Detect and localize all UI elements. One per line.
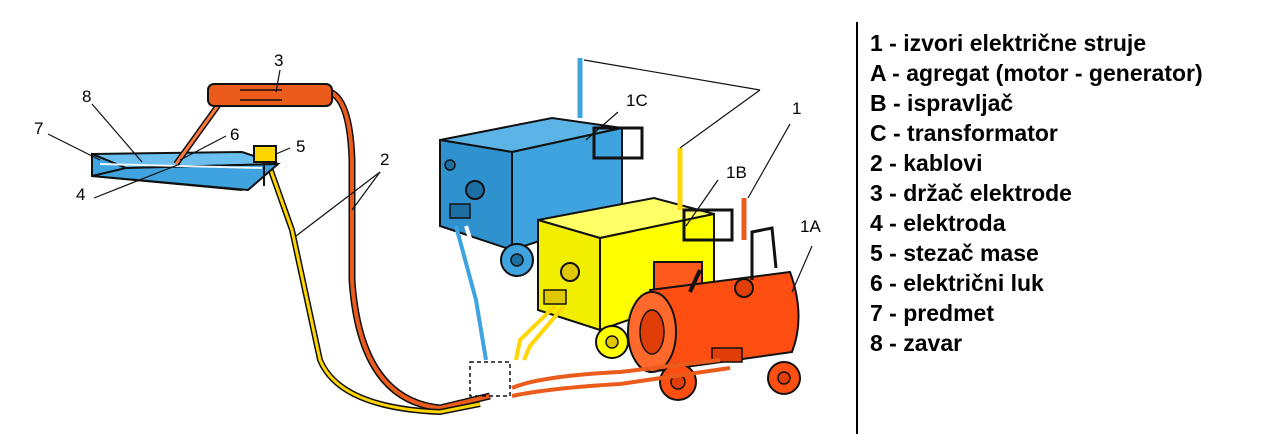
callout-8: 8: [82, 87, 91, 106]
generator-dial: [735, 279, 753, 297]
callout-7: 7: [34, 119, 43, 138]
divider-line: [856, 22, 858, 434]
callout-5: 5: [296, 137, 305, 156]
callout-3: 3: [274, 51, 283, 70]
legend-item: 6 - električni luk: [870, 268, 1203, 298]
callout-1: 1: [792, 99, 801, 118]
callout-1B: 1B: [726, 163, 747, 182]
legend-item: 4 - elektroda: [870, 208, 1203, 238]
callout-2: 2: [380, 150, 389, 169]
callout-1A: 1A: [800, 217, 821, 236]
legend-item: 1 - izvori električne struje: [870, 28, 1203, 58]
callout-4: 4: [76, 185, 85, 204]
legend-item: 3 - držač elektrode: [870, 178, 1203, 208]
legend-item: 2 - kablovi: [870, 148, 1203, 178]
legend-item: A - agregat (motor - generator): [870, 58, 1203, 88]
transformer-dial: [466, 181, 484, 199]
callout-6: 6: [230, 125, 239, 144]
legend-item: C - transformator: [870, 118, 1203, 148]
rectifier-dial: [561, 263, 579, 281]
welding-equipment-illustration: 1 1A 1B 1C 2 3 4 5 6 7 8: [0, 0, 850, 434]
legend-item: B - ispravljač: [870, 88, 1203, 118]
legend-item: 8 - zavar: [870, 328, 1203, 358]
legend-item: 5 - stezač mase: [870, 238, 1203, 268]
legend: 1 - izvori električne struje A - agregat…: [870, 28, 1203, 358]
callout-1C: 1C: [626, 91, 648, 110]
legend-item: 7 - predmet: [870, 298, 1203, 328]
